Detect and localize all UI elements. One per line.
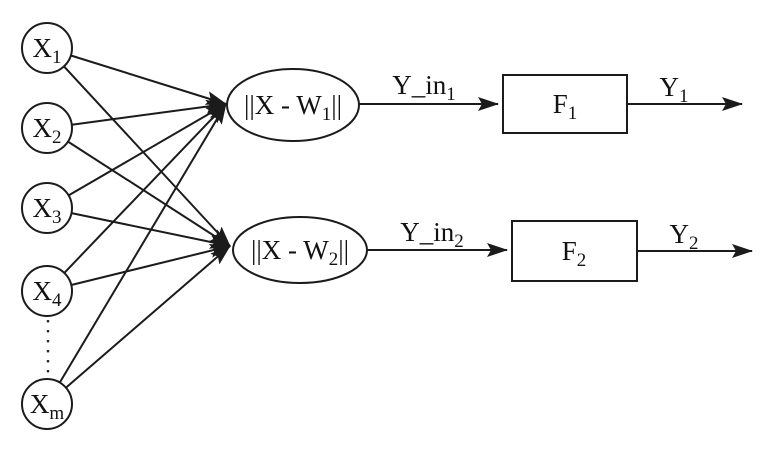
- connection-x2-to-unit2: [67, 140, 231, 247]
- connections-to-unit1: [58, 54, 227, 384]
- input-node-xm: Xm: [21, 378, 73, 430]
- distance-unit-2: ||X - W2||: [232, 216, 368, 284]
- connection-xm-to-unit1: [58, 103, 227, 384]
- distance-unit-label: ||X - W2||: [251, 235, 349, 270]
- input-node-circle: [21, 182, 73, 234]
- input-node-label: X3: [33, 193, 62, 228]
- connection-x1-to-unit2: [63, 65, 231, 247]
- activation-unit-1: F1: [502, 74, 628, 134]
- output-label-2: Y2: [670, 219, 699, 254]
- activation-unit-label: F2: [562, 236, 587, 271]
- input-node-label: X2: [33, 113, 62, 148]
- activation-unit-label: F1: [553, 89, 578, 124]
- input-node-circle: [21, 378, 73, 430]
- input-node-x4: X4: [21, 265, 73, 317]
- connection-x4-to-unit2: [71, 243, 231, 286]
- connection-x1-to-unit1: [70, 54, 227, 105]
- net-input-label-2: Y_in2: [400, 217, 464, 252]
- connection-x4-to-unit1: [63, 103, 227, 274]
- connection-x3-to-unit2: [71, 212, 231, 249]
- output-label-1: Y1: [660, 72, 689, 107]
- activation-unit-2: F2: [511, 220, 638, 282]
- connection-xm-to-unit2: [65, 245, 231, 389]
- input-node-circle: [21, 22, 73, 74]
- input-node-label: Xm: [30, 389, 65, 424]
- connections-to-unit2: [63, 65, 231, 389]
- input-node-label: X1: [33, 33, 62, 68]
- input-node-x3: X3: [21, 182, 73, 234]
- activation-unit-box: [511, 220, 638, 282]
- activation-unit-box: [502, 74, 628, 134]
- input-node-label: X4: [33, 276, 63, 311]
- distance-unit-label: ||X - W1||: [244, 90, 342, 125]
- input-node-circle: [21, 265, 73, 317]
- connection-x2-to-unit1: [71, 99, 227, 126]
- input-node-x2: X2: [21, 102, 73, 154]
- input-node-x1: X1: [21, 22, 73, 74]
- connection-x3-to-unit1: [68, 103, 227, 197]
- net-input-label-1: Y_in1: [392, 70, 456, 105]
- input-node-circle: [21, 102, 73, 154]
- distance-unit-1: ||X - W1||: [226, 68, 360, 142]
